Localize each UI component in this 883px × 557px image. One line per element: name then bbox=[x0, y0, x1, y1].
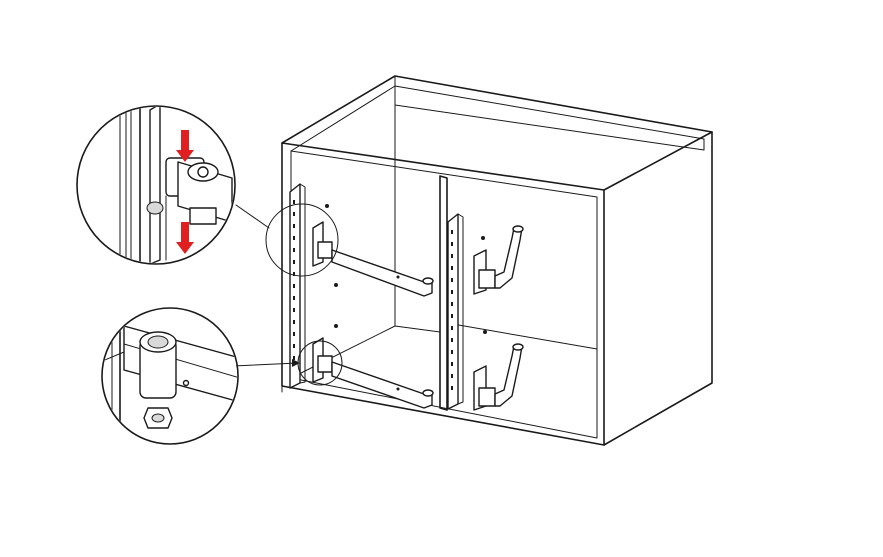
detail-view-lower bbox=[101, 307, 239, 445]
cabinet bbox=[281, 75, 713, 446]
upper-right-bracket bbox=[473, 225, 524, 295]
lower-left-bracket bbox=[312, 337, 434, 409]
cabinet-front-opening bbox=[290, 150, 598, 439]
lower-right-bracket bbox=[473, 343, 524, 411]
cabinet-interior-bottom-right bbox=[446, 322, 598, 350]
screw-markers-left bbox=[325, 204, 338, 328]
upper-left-bracket bbox=[312, 221, 434, 297]
screw-markers-right bbox=[481, 236, 487, 334]
down-arrow-icon bbox=[176, 222, 194, 254]
cabinet-divider bbox=[439, 175, 448, 411]
left-mounting-rail bbox=[289, 183, 306, 389]
right-mounting-rail bbox=[447, 213, 464, 410]
cabinet-front-frame bbox=[281, 142, 605, 446]
callout-ring-lower bbox=[232, 340, 343, 386]
down-arrow-icon bbox=[176, 130, 194, 162]
detail-view-upper bbox=[76, 105, 236, 265]
callout-ring-upper bbox=[235, 203, 339, 277]
cabinet-back-rail bbox=[394, 75, 705, 151]
cabinet-right-side bbox=[603, 131, 713, 446]
cabinet-top-edge bbox=[281, 75, 713, 191]
